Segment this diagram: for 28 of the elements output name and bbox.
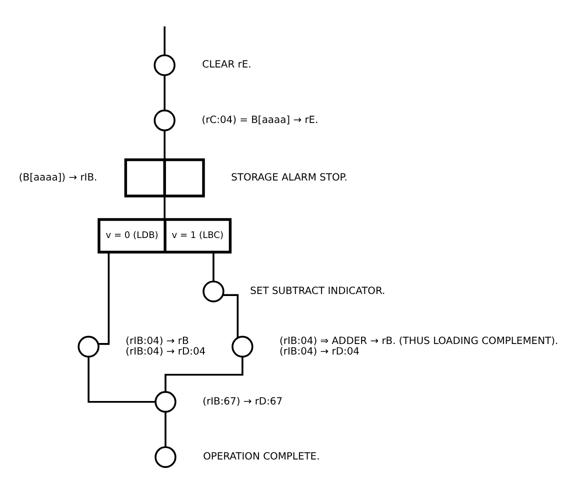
- node-label: SET SUBTRACT INDICATOR.: [250, 286, 386, 297]
- node-circle: [154, 391, 176, 413]
- node-label: CLEAR rE.: [202, 60, 252, 71]
- node-label: (rIB:04) → rD:04: [280, 346, 360, 358]
- node-circle: [154, 110, 176, 132]
- connector: [212, 252, 214, 282]
- node-circle: [154, 54, 176, 76]
- connector: [164, 356, 244, 392]
- connector: [164, 412, 166, 448]
- node-label: (B[aaaa]) → rIB.: [18, 172, 98, 184]
- connector: [88, 356, 156, 403]
- node-label: (rIB:04) → rB: [126, 336, 189, 347]
- node-circle: [154, 446, 176, 468]
- node-label: (rC:04) = B[aaaa] → rE.: [202, 114, 318, 126]
- node-circle: [78, 336, 100, 358]
- node-label: (rIB:67) → rD:67: [202, 396, 283, 408]
- connector: [164, 196, 166, 220]
- node-label: OPERATION COMPLETE.: [203, 452, 320, 463]
- connector: [98, 252, 110, 345]
- node-label: STORAGE ALARM STOP.: [231, 172, 348, 184]
- connector: [164, 26, 166, 56]
- node-label: (rIB:04) ⇒ ADDER → rB. (THUS LOADING COMPLEMENT).: [280, 336, 558, 347]
- connector: [164, 130, 166, 160]
- connector: [222, 294, 239, 338]
- node-label: (rIB:04) → rD:04: [126, 346, 206, 358]
- node-circle: [202, 280, 224, 302]
- connector: [164, 75, 166, 110]
- node-circle: [232, 336, 254, 358]
